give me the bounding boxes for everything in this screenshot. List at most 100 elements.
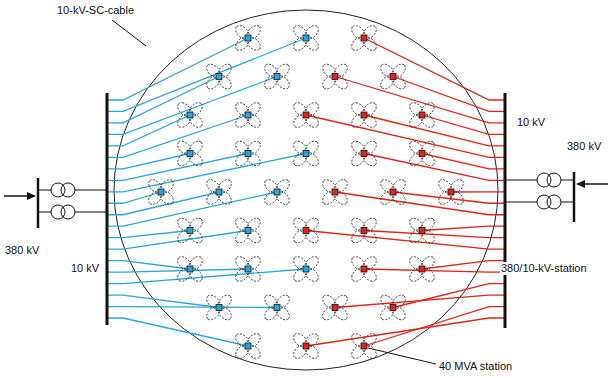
turbine-loop xyxy=(186,111,204,129)
turbine-loop xyxy=(407,227,425,245)
turbine-loop xyxy=(175,100,193,118)
turbine-loop xyxy=(175,150,193,168)
turbine-loop xyxy=(244,100,262,118)
station-square xyxy=(245,266,251,272)
turbine-cluster xyxy=(407,254,437,284)
sc-cable xyxy=(364,115,505,146)
turbine-loop xyxy=(360,331,378,349)
turbine-loop xyxy=(360,23,378,41)
turbine-loop xyxy=(175,139,193,157)
turbine-loop xyxy=(331,177,349,195)
turbine-loop xyxy=(244,265,262,283)
station-square xyxy=(361,266,367,272)
sc-cable xyxy=(107,192,219,215)
sc-cable xyxy=(306,231,505,250)
turbine-loop xyxy=(407,265,425,283)
turbine-loop xyxy=(349,254,367,272)
turbine-loop xyxy=(273,188,291,206)
turbine-loop xyxy=(204,188,222,206)
turbine-loop xyxy=(262,73,280,91)
turbine-loop xyxy=(233,139,251,157)
turbine-loop xyxy=(233,331,251,349)
turbine-cluster xyxy=(407,216,437,246)
turbine-group xyxy=(146,23,466,361)
turbine-cluster xyxy=(349,23,379,53)
turbine-cluster xyxy=(378,62,408,92)
sc-cable xyxy=(364,307,505,346)
turbine-cluster xyxy=(349,216,379,246)
turbine-loop xyxy=(302,216,320,234)
turbine-loop xyxy=(378,62,396,80)
turbine-loop xyxy=(378,304,396,322)
turbine-loop xyxy=(175,254,193,272)
turbine-loop xyxy=(407,150,425,168)
transformer-winding xyxy=(61,183,75,197)
turbine-cluster xyxy=(291,100,321,130)
voltage-label: 10 kV xyxy=(516,116,546,129)
turbine-loop xyxy=(146,177,164,195)
turbine-loop xyxy=(418,254,436,272)
sc-cable xyxy=(107,231,190,238)
turbine-loop xyxy=(389,188,407,206)
turbine-loop xyxy=(331,188,349,206)
turbine-loop xyxy=(291,100,309,118)
turbine-loop xyxy=(215,188,233,206)
sc-cable xyxy=(364,231,505,238)
wire xyxy=(505,180,537,181)
turbine-cluster xyxy=(233,100,263,130)
turbine-cluster xyxy=(407,139,437,169)
feed-line xyxy=(582,183,608,185)
turbine-cluster xyxy=(175,254,205,284)
turbine-loop xyxy=(418,100,436,118)
turbine-loop xyxy=(244,331,262,349)
turbine-loop xyxy=(389,62,407,80)
turbine-loop xyxy=(186,150,204,168)
turbine-loop xyxy=(273,293,291,311)
turbine-loop xyxy=(349,150,367,168)
station-square xyxy=(303,266,309,272)
voltage-label: 380 kV xyxy=(566,140,602,153)
turbine-loop xyxy=(349,331,367,349)
turbine-loop xyxy=(320,73,338,91)
turbine-loop xyxy=(407,139,425,157)
station-square xyxy=(245,151,251,157)
turbine-loop xyxy=(349,100,367,118)
turbine-loop xyxy=(204,62,222,80)
transformer-winding xyxy=(537,195,551,209)
turbine-loop xyxy=(215,62,233,80)
station-square xyxy=(332,189,338,195)
station-square xyxy=(303,343,309,349)
sc-cable xyxy=(107,38,248,100)
turbine-loop xyxy=(418,227,436,245)
turbine-cluster xyxy=(320,62,350,92)
station-square xyxy=(274,74,280,80)
station-square xyxy=(361,228,367,234)
turbine-loop xyxy=(407,216,425,234)
sc-cable xyxy=(107,77,277,135)
station-square xyxy=(245,228,251,234)
turbine-loop xyxy=(320,304,338,322)
station-square xyxy=(216,189,222,195)
turbine-loop xyxy=(262,304,280,322)
station-square xyxy=(274,305,280,311)
station-square xyxy=(187,112,193,118)
turbine-loop xyxy=(244,139,262,157)
turbine-cluster xyxy=(291,23,321,53)
sc-cable xyxy=(335,77,505,123)
turbine-loop xyxy=(291,150,309,168)
turbine-loop xyxy=(302,150,320,168)
sc-cable xyxy=(107,269,306,284)
sc-cable xyxy=(107,192,277,226)
turbine-loop xyxy=(360,139,378,157)
turbine-loop xyxy=(302,331,320,349)
turbine-loop xyxy=(291,227,309,245)
turbine-loop xyxy=(233,100,251,118)
turbine-cluster xyxy=(291,216,321,246)
left-substation xyxy=(4,93,107,325)
turbine-loop xyxy=(349,265,367,283)
turbine-loop xyxy=(244,342,262,360)
station-square xyxy=(187,151,193,157)
sc-cable xyxy=(364,38,505,100)
